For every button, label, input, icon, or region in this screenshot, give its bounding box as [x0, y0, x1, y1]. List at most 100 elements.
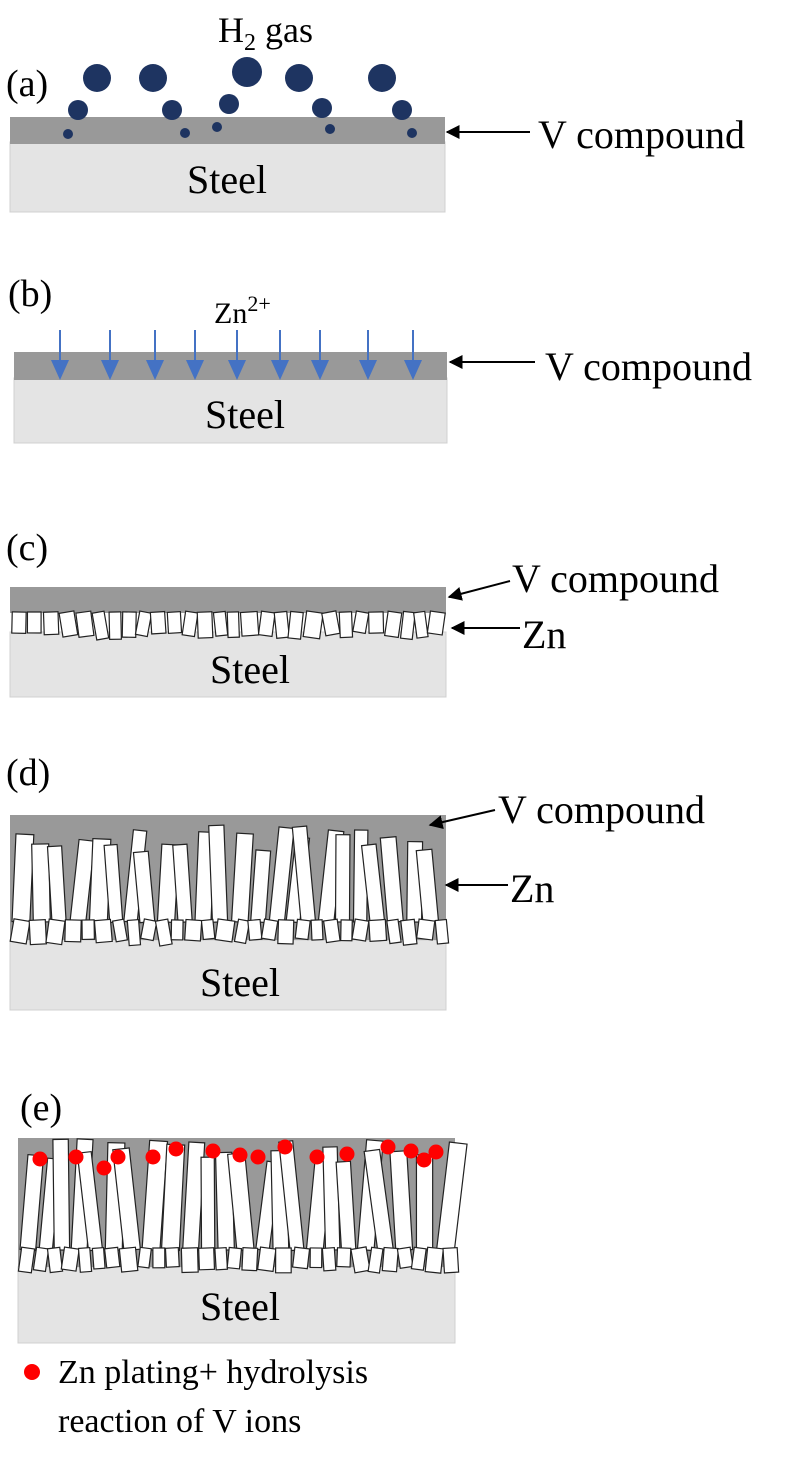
zn-crystal-small — [64, 919, 82, 943]
zn-ion-text: Zn — [214, 297, 247, 330]
h2-bubbles-group — [63, 57, 417, 139]
panel-c: (c) Steel V compound Zn — [6, 527, 719, 698]
zn-crystal-small — [247, 918, 263, 941]
zn-crystal-small — [58, 610, 79, 638]
zn-crystal-small — [77, 1246, 93, 1273]
zn-crystal-tall — [172, 843, 193, 924]
zn-crystal-small — [256, 1246, 277, 1273]
reaction-dot — [250, 1149, 266, 1165]
zn-crystal-small — [126, 918, 142, 947]
reaction-dot — [110, 1149, 126, 1165]
zn-crystal-small — [108, 611, 122, 641]
zn-crystal-small — [212, 610, 229, 637]
h2-bubble — [139, 64, 167, 92]
panel-c-steel-label: Steel — [210, 647, 290, 692]
zn-crystal-small — [9, 918, 31, 945]
zn-crystal-small — [352, 610, 370, 635]
zn-crystal-small — [367, 611, 385, 634]
zn-crystal-small — [60, 1246, 80, 1272]
legend: Zn plating+ hydrolysis reaction of V ion… — [24, 1354, 368, 1440]
zn-crystal-small — [139, 918, 158, 942]
zn-crystal-small — [309, 1247, 323, 1269]
zn-crystal-small — [28, 918, 48, 946]
h2-bubble — [285, 64, 313, 92]
panel-c-v-compound-arrow — [447, 580, 511, 601]
zn-crystal-small — [321, 610, 341, 637]
h2-bubble — [63, 129, 73, 139]
panel-a-steel-substrate — [9, 141, 446, 213]
panel-a-v-compound-layer — [10, 117, 445, 144]
zn-crystal-tall — [415, 1154, 434, 1251]
zn-crystal-small — [381, 1246, 400, 1273]
reaction-dot — [145, 1149, 161, 1165]
zn-crystal-small — [118, 1246, 139, 1273]
zn-crystal-small — [434, 918, 450, 945]
zn-crystal-tall — [52, 1138, 71, 1251]
h2-bubble — [68, 100, 88, 120]
reaction-dot — [380, 1139, 396, 1155]
panel-b-label: (b) — [8, 273, 52, 315]
zn-crystal-small — [442, 1246, 460, 1274]
reaction-dot — [428, 1144, 444, 1160]
h2-bubble — [325, 124, 335, 134]
zn-crystal-small — [241, 1247, 259, 1272]
panel-b-steel-label: Steel — [205, 392, 285, 437]
zn-crystal-tall — [200, 1156, 216, 1251]
zn-crystal-small — [239, 610, 260, 637]
zn-crystal-small — [426, 610, 446, 636]
h2-bubble — [368, 64, 396, 92]
reaction-dot — [232, 1147, 248, 1163]
zn-crystal-small — [134, 610, 153, 638]
zn-crystal-tall — [334, 834, 351, 923]
zn-crystal-small — [103, 1246, 121, 1269]
h2-gas-label: H2 gas — [218, 10, 313, 56]
zn-crystal-small — [302, 610, 324, 640]
panel-e-steel-substrate — [17, 1266, 456, 1344]
reaction-dot — [68, 1149, 84, 1165]
zn-ion-arrow — [228, 330, 246, 380]
panel-a: (a) Steel H2 gas V compound — [6, 10, 745, 213]
zn-ion-arrows-group — [51, 330, 422, 380]
zn-crystal-small — [91, 1246, 106, 1270]
reaction-dot — [96, 1160, 112, 1176]
panel-d: (d) Steel V compound Zn — [6, 752, 705, 1011]
h2-bubble — [219, 94, 239, 114]
zn-ion-arrow — [51, 330, 69, 380]
panel-c-zn-label: Zn — [522, 612, 566, 657]
zn-crystal-small — [166, 611, 183, 634]
zn-crystal-small — [170, 919, 184, 941]
panel-b: (b) Steel Zn2+ V compound — [8, 273, 752, 444]
zn-crystal-small — [181, 610, 199, 638]
zn-crystal-small — [383, 610, 403, 639]
zn-crystal-small — [351, 918, 370, 942]
zn-crystal-small — [400, 918, 418, 946]
zn-crystal-small — [386, 918, 402, 945]
zn-ion-superscript: 2+ — [247, 291, 270, 316]
zn-crystal-small — [424, 1246, 444, 1274]
h2-text: H — [218, 10, 244, 50]
reaction-dot — [309, 1149, 325, 1165]
zn-crystal-small — [198, 1247, 216, 1271]
zn-crystal-small — [75, 610, 95, 638]
panel-c-zn-crystals-group — [11, 610, 446, 641]
panel-c-steel-substrate — [9, 631, 447, 698]
zn-crystal-small — [294, 918, 311, 941]
zn-crystal-tall — [11, 833, 35, 924]
zn-ion-arrow — [186, 330, 204, 380]
zn-ion-arrow — [101, 330, 119, 380]
reaction-dots-group — [32, 1139, 444, 1176]
zn-crystal-small — [321, 1246, 337, 1272]
panel-b-steel-substrate — [13, 377, 448, 444]
zn-crystal-small — [367, 1246, 384, 1274]
reaction-dot — [32, 1151, 48, 1167]
legend-line-1: Zn plating+ hydrolysis — [58, 1354, 368, 1391]
panel-e-zn-crystals-group — [17, 1138, 468, 1274]
zn-crystal-small — [415, 918, 436, 941]
panel-e: (e) Steel — [17, 1087, 468, 1344]
h2-bubble — [212, 122, 222, 132]
zn-crystal-small — [45, 918, 66, 946]
zn-crystal-small — [291, 1246, 311, 1270]
zn-crystal-small — [11, 611, 27, 635]
zn-crystal-small — [214, 918, 236, 943]
